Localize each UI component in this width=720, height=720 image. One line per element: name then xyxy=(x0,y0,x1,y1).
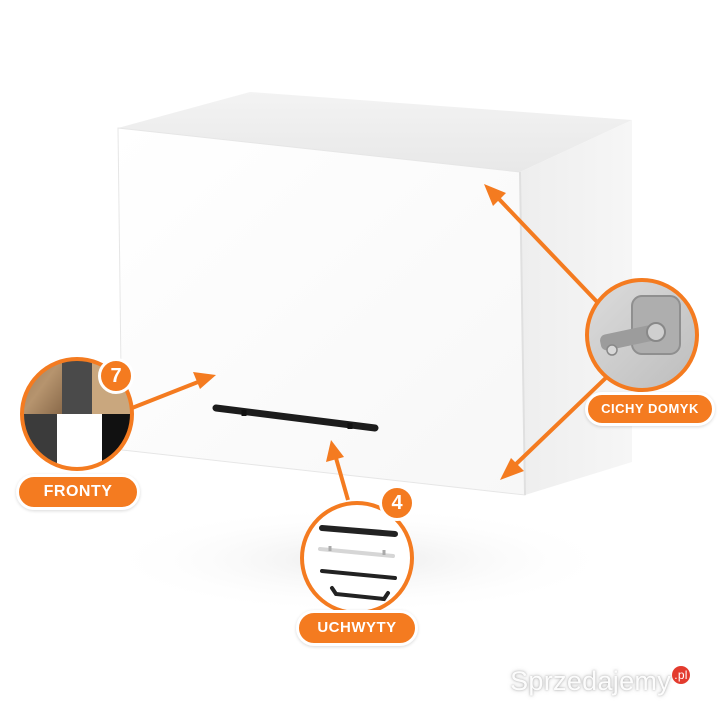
door-handle xyxy=(212,404,379,432)
arrow-icon xyxy=(496,196,602,307)
watermark-suffix: .pl xyxy=(672,666,690,684)
callout-arrows xyxy=(131,184,614,501)
watermark-text: Sprzedajemy xyxy=(510,666,671,696)
front-edge xyxy=(519,171,526,496)
arrow-icon xyxy=(512,370,614,468)
cabinet-front xyxy=(117,127,526,496)
hinge-label: CICHY DOMYK xyxy=(585,392,715,426)
cabinet-top xyxy=(118,92,632,172)
hinge-icon xyxy=(585,278,699,392)
watermark: Sprzedajemy.pl xyxy=(510,666,690,697)
wall-cabinet xyxy=(117,92,632,496)
fronts-count-badge: 7 xyxy=(98,358,134,394)
fronts-label: FRONTY xyxy=(16,474,140,510)
handles-count-badge: 4 xyxy=(379,485,415,521)
handles-label: UCHWYTY xyxy=(296,610,418,646)
arrow-icon xyxy=(334,457,350,501)
arrow-icon xyxy=(131,380,199,410)
